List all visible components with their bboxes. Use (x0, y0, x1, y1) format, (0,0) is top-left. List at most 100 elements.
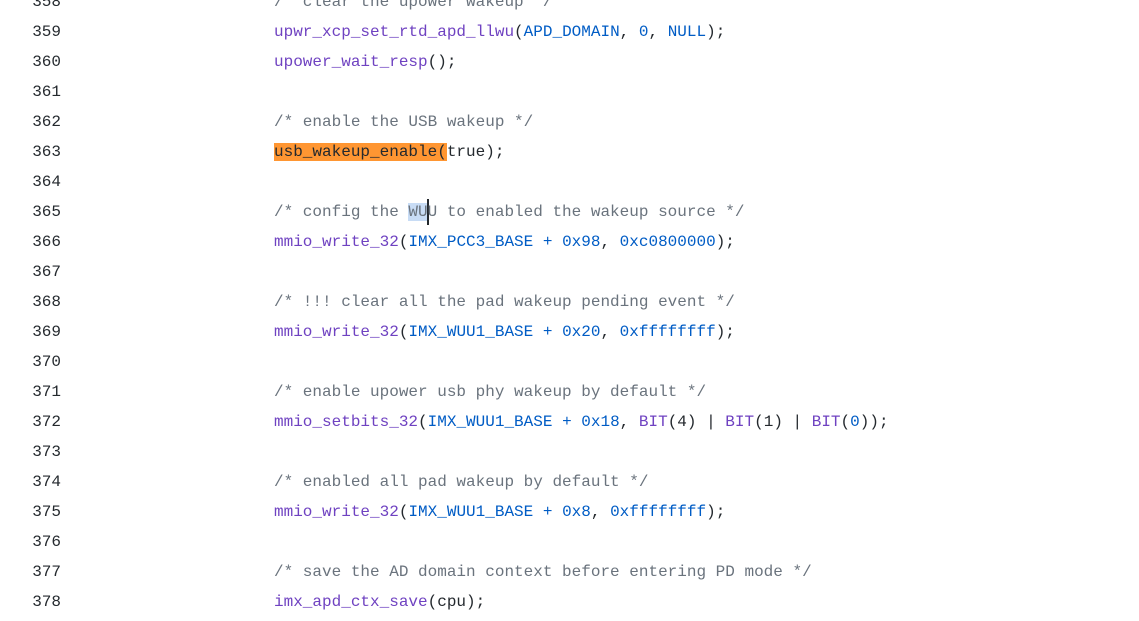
code-line: 365 /* config the WUU to enabled the wake… (0, 197, 1139, 227)
code-token: /* save the AD domain context before ent… (274, 563, 812, 581)
code-token: mmio_write_32 (274, 503, 399, 521)
code-token: ( (418, 413, 428, 431)
code-line: 372 mmio_setbits_32(IMX_WUU1_BASE + 0x18,… (0, 407, 1139, 437)
line-source[interactable]: /* enabled all pad wakeup by default */ (274, 467, 648, 497)
code-line: 375 mmio_write_32(IMX_WUU1_BASE + 0x8, 0x… (0, 497, 1139, 527)
code-token: (); (427, 53, 457, 71)
line-source[interactable]: mmio_write_32(IMX_WUU1_BASE + 0x20, 0xff… (274, 317, 735, 347)
code-token: mmio_setbits_32 (274, 413, 419, 431)
code-line: 360 upower_wait_resp(); (0, 47, 1139, 77)
code-token: upwr_xcp_set_rtd_apd_llwu (274, 23, 515, 41)
line-source[interactable]: /* enable upower usb phy wakeup by defau… (274, 377, 706, 407)
line-source[interactable]: /* save the AD domain context before ent… (274, 557, 812, 587)
code-line: 376 (0, 527, 1139, 557)
code-token: /* config the (274, 203, 409, 221)
code-token: /* clear the upower wakeup */ (274, 0, 553, 11)
line-number[interactable]: 367 (32, 263, 61, 281)
line-number[interactable]: 373 (32, 443, 61, 461)
code-token: , (619, 23, 639, 41)
line-number[interactable]: 358 (32, 0, 61, 11)
code-token: IMX_WUU1_BASE + 0x8 (408, 503, 591, 521)
code-token: BIT (811, 413, 841, 431)
line-number[interactable]: 378 (32, 593, 61, 611)
line-number[interactable]: 372 (32, 413, 61, 431)
line-number[interactable]: 377 (32, 563, 61, 581)
code-token: ( (398, 323, 409, 341)
code-token: (1) | (754, 413, 812, 431)
code-token: ( (398, 503, 409, 521)
code-token: IMX_WUU1_BASE + 0x18 (427, 413, 620, 431)
code-token: , (619, 413, 639, 431)
line-number[interactable]: 368 (32, 293, 61, 311)
line-source[interactable]: /* clear the upower wakeup */ (274, 0, 552, 17)
text-cursor (426, 198, 429, 225)
line-number[interactable]: 366 (32, 233, 61, 251)
code-token: upower_wait_resp (274, 53, 428, 71)
code-token: )); (859, 413, 889, 431)
code-token: , (600, 323, 620, 341)
line-source[interactable]: mmio_setbits_32(IMX_WUU1_BASE + 0x18, BI… (274, 407, 889, 437)
code-line: 369 mmio_write_32(IMX_WUU1_BASE + 0x20, 0… (0, 317, 1139, 347)
line-source[interactable]: /* config the WUU to enabled the wakeup … (274, 197, 744, 227)
code-token: (4) | (667, 413, 726, 431)
line-source[interactable]: upower_wait_resp(); (274, 47, 456, 77)
code-token: NULL (667, 23, 707, 41)
line-source[interactable]: mmio_write_32(IMX_PCC3_BASE + 0x98, 0xc0… (274, 227, 735, 257)
code-token: /* enable upower usb phy wakeup by defau… (274, 383, 707, 401)
code-line: 373 (0, 437, 1139, 467)
line-number[interactable]: 370 (32, 353, 61, 371)
code-token: APD_DOMAIN (523, 23, 620, 41)
line-number[interactable]: 360 (32, 53, 61, 71)
line-number[interactable]: 369 (32, 323, 61, 341)
code-line: 364 (0, 167, 1139, 197)
code-token: /* enabled all pad wakeup by default */ (274, 473, 649, 491)
code-line: 377 /* save the AD domain context before … (0, 557, 1139, 587)
code-line: 358 /* clear the upower wakeup */ (0, 0, 1139, 17)
code-token: 0 (850, 413, 860, 431)
code-token: BIT (638, 413, 668, 431)
line-number[interactable]: 364 (32, 173, 61, 191)
code-token: , (648, 23, 668, 41)
code-line: 371 /* enable upower usb phy wakeup by de… (0, 377, 1139, 407)
code-token: ); (715, 323, 735, 341)
code-token: ); (715, 233, 735, 251)
line-source[interactable]: usb_wakeup_enable(true); (274, 137, 504, 167)
code-token: true); (446, 143, 505, 161)
code-token: ); (706, 23, 726, 41)
text-selection: WU (408, 203, 428, 221)
code-token: U to enabled the wakeup source */ (427, 203, 745, 221)
code-token: (cpu); (427, 593, 486, 611)
code-token: BIT (725, 413, 755, 431)
code-token: 0xffffffff (610, 503, 707, 521)
code-line: 367 (0, 257, 1139, 287)
code-token: mmio_write_32 (274, 233, 399, 251)
code-token: , (600, 233, 620, 251)
line-source[interactable]: upwr_xcp_set_rtd_apd_llwu(APD_DOMAIN, 0,… (274, 17, 725, 47)
code-line: 378 imx_apd_ctx_save(cpu); (0, 587, 1139, 617)
line-number[interactable]: 376 (32, 533, 61, 551)
code-line: 362 /* enable the USB wakeup */ (0, 107, 1139, 137)
code-token: imx_apd_ctx_save (274, 593, 428, 611)
code-token: /* !!! clear all the pad wakeup pending … (274, 293, 735, 311)
line-source[interactable]: mmio_write_32(IMX_WUU1_BASE + 0x8, 0xfff… (274, 497, 725, 527)
code-token: ( (514, 23, 524, 41)
code-token: IMX_WUU1_BASE + 0x20 (408, 323, 601, 341)
code-token: 0xc0800000 (619, 233, 716, 251)
line-number[interactable]: 365 (32, 203, 61, 221)
code-token: mmio_write_32 (274, 323, 399, 341)
code-line: 368 /* !!! clear all the pad wakeup pendi… (0, 287, 1139, 317)
line-number[interactable]: 371 (32, 383, 61, 401)
code-token: 0 (638, 23, 649, 41)
line-source[interactable]: /* !!! clear all the pad wakeup pending … (274, 287, 735, 317)
code-line: 370 (0, 347, 1139, 377)
line-source[interactable]: /* enable the USB wakeup */ (274, 107, 533, 137)
line-source[interactable]: imx_apd_ctx_save(cpu); (274, 587, 485, 617)
line-number[interactable]: 375 (32, 503, 61, 521)
line-number[interactable]: 374 (32, 473, 61, 491)
code-token: 0xffffffff (619, 323, 716, 341)
line-number[interactable]: 361 (32, 83, 61, 101)
line-number[interactable]: 363 (32, 143, 61, 161)
line-number[interactable]: 359 (32, 23, 61, 41)
line-number[interactable]: 362 (32, 113, 61, 131)
